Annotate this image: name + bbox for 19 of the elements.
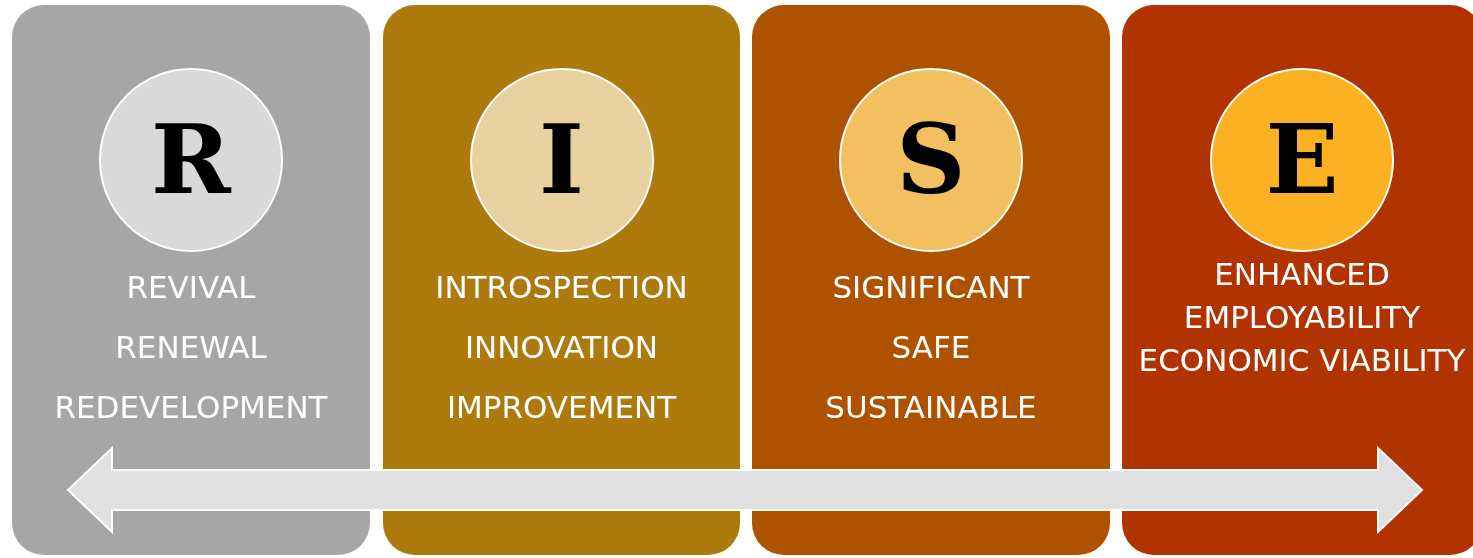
letter-text: I (539, 112, 584, 208)
letter-text: S (896, 112, 966, 208)
column-panel (383, 5, 740, 555)
keyword-text: REVIVAL (126, 268, 256, 307)
keyword-text: ENHANCED EMPLOYABILITY (1182, 255, 1422, 337)
keyword-text: ECONOMIC VIABILITY (1138, 341, 1466, 380)
letter-text: E (1265, 112, 1339, 208)
column-panel (12, 5, 370, 555)
keyword-text: SIGNIFICANT (832, 268, 1030, 307)
keyword-text: IMPROVEMENT (446, 388, 677, 427)
keyword-text: INTROSPECTION (435, 268, 688, 307)
column-panel (752, 5, 1110, 555)
keyword-text: RENEWAL (115, 328, 267, 367)
keyword-text: REDEVELOPMENT (54, 388, 328, 427)
keyword-text: SAFE (891, 328, 971, 367)
letter-text: R (151, 112, 231, 208)
keyword-text: INNOVATION (464, 328, 659, 367)
column-panel (1122, 5, 1473, 555)
keyword-text: SUSTAINABLE (825, 388, 1037, 427)
